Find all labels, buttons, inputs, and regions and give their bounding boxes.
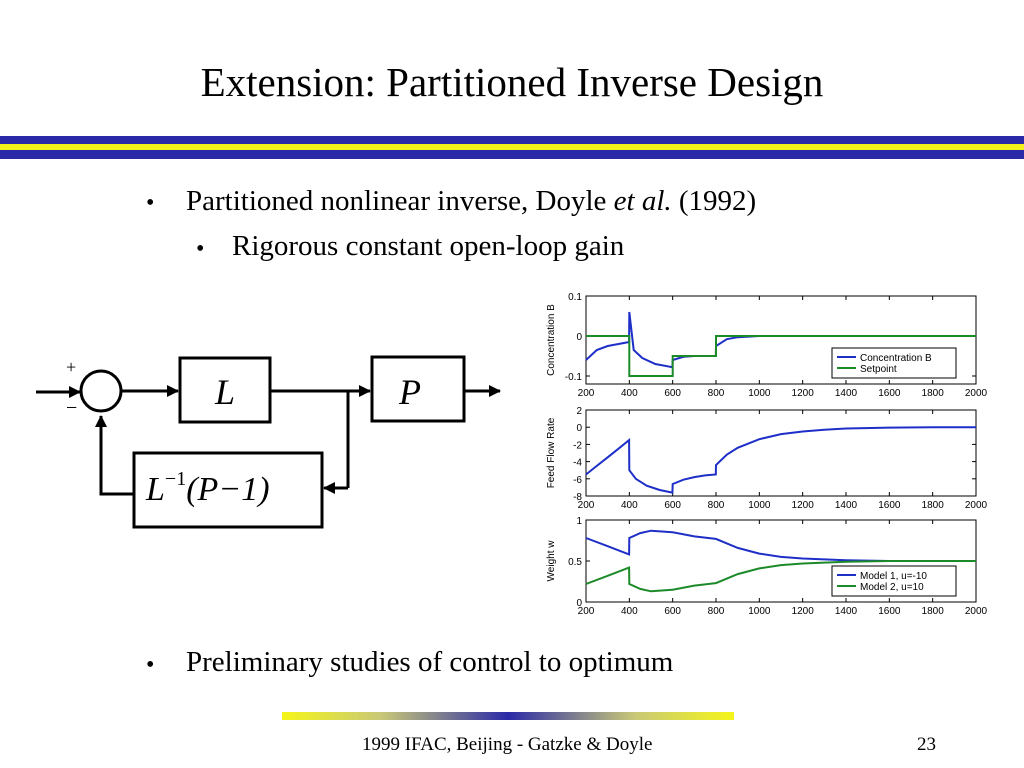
block-l-label: L [214, 372, 235, 412]
x-tick-label: 1400 [835, 606, 858, 617]
x-tick-label: 600 [664, 500, 681, 511]
block-l [178, 356, 272, 424]
block-inverse [132, 451, 324, 529]
x-tick-label: 1600 [878, 388, 901, 399]
chart-2: 200 400 600 800 1000 1200 1400 1600 1800 2000 -8 -6… [546, 406, 988, 511]
x-tick-label: 1000 [748, 388, 771, 399]
plot-area [585, 409, 977, 497]
x-tick-label: 1000 [748, 606, 771, 617]
series-line [585, 426, 976, 494]
x-tick-label: 1200 [792, 606, 815, 617]
block-p-label: P [398, 372, 421, 412]
y-tick-label: 0 [576, 598, 582, 609]
x-tick-label: 800 [708, 388, 725, 399]
x-tick-label: 200 [578, 388, 595, 399]
y-tick-label: 0.1 [568, 292, 582, 303]
x-tick-label: 1200 [792, 500, 815, 511]
legend-label: Setpoint [860, 364, 897, 375]
bullet-text-em: et al. [613, 185, 672, 217]
y-tick-label: 0 [576, 423, 582, 434]
block-diagram: + − L P L−1(P−1) [36, 355, 501, 529]
slide-title: Extension: Partitioned Inverse Design [200, 59, 824, 105]
plus-sign: + [66, 357, 76, 377]
x-tick-label: 2000 [965, 606, 988, 617]
legend-label: Concentration B [860, 353, 932, 364]
x-tick-label: 600 [664, 388, 681, 399]
y-tick-label: -4 [573, 458, 582, 469]
block-p [370, 355, 466, 423]
x-tick-label: 1400 [835, 500, 858, 511]
x-tick-label: 600 [664, 606, 681, 617]
x-tick-label: 400 [621, 388, 638, 399]
x-tick-label: 400 [621, 500, 638, 511]
page-number: 23 [917, 734, 936, 755]
series-line [585, 560, 976, 593]
bullet-text-post: (1992) [671, 185, 757, 217]
chart-3: 200 400 600 800 1000 1200 1400 1600 1800 2000 0 0.5… [546, 516, 988, 617]
minus-sign: − [66, 397, 77, 419]
legend-label: Model 1, u=-10 [860, 571, 927, 582]
y-tick-label: 1 [576, 516, 582, 527]
x-tick-label: 400 [621, 606, 638, 617]
x-tick-label: 2000 [965, 500, 988, 511]
sub-bullet-marker: • [196, 236, 205, 262]
bullet-preliminary-studies: Preliminary studies of control to optimu… [186, 646, 674, 678]
y-axis-label: Weight w [546, 540, 557, 582]
sub-bullet-open-loop-gain: Rigorous constant open-loop gain [232, 230, 625, 262]
footer-text: 1999 IFAC, Beijing - Gatzke & Doyle [362, 734, 653, 755]
x-tick-label: 1600 [878, 606, 901, 617]
stripe-yellow [0, 144, 1024, 150]
y-tick-label: 0 [576, 332, 582, 343]
bullet-text-pre: Partitioned nonlinear inverse, Doyle [186, 185, 614, 217]
x-tick-label: 800 [708, 500, 725, 511]
x-tick-label: 2000 [965, 388, 988, 399]
x-tick-label: 1400 [835, 388, 858, 399]
x-tick-label: 800 [708, 606, 725, 617]
x-tick-label: 1800 [922, 606, 945, 617]
y-tick-label: -6 [573, 475, 582, 486]
legend-box [831, 565, 957, 597]
block-inverse-label: L−1(P−1) [145, 468, 270, 508]
summing-junction [79, 369, 123, 413]
x-tick-label: 200 [578, 500, 595, 511]
footer-gradient-bar [282, 712, 734, 720]
feedback-return-arrow [95, 415, 134, 496]
x-tick-label: 200 [578, 606, 595, 617]
bullet-marker: • [146, 652, 155, 678]
series-line [586, 335, 976, 377]
y-axis-label: Concentration B [546, 304, 557, 376]
chart-1: 200 400 600 800 1000 1200 1400 1600 1800 2000 -0.1… [546, 292, 988, 399]
y-tick-label: -8 [573, 492, 582, 503]
x-tick-label: 1200 [792, 388, 815, 399]
series-line [585, 529, 976, 562]
legend-box [831, 347, 957, 379]
x-tick-label: 1600 [878, 500, 901, 511]
x-tick-label: 1800 [922, 500, 945, 511]
y-axis-label: Feed Flow Rate [546, 417, 557, 488]
x-tick-label: 1800 [922, 388, 945, 399]
bullet-marker: • [146, 190, 155, 216]
stripe-blue-top [0, 136, 1024, 144]
stripe-blue-bottom [0, 150, 1024, 159]
y-tick-label: -2 [573, 440, 582, 451]
y-tick-label: 2 [576, 406, 582, 417]
y-tick-label: 0.5 [568, 557, 582, 568]
x-tick-label: 1000 [748, 500, 771, 511]
legend-label: Model 2, u=10 [860, 582, 924, 593]
bullet-partitioned-inverse: Partitioned nonlinear inverse, Doyle et … [186, 185, 756, 218]
y-tick-label: -0.1 [565, 372, 583, 383]
